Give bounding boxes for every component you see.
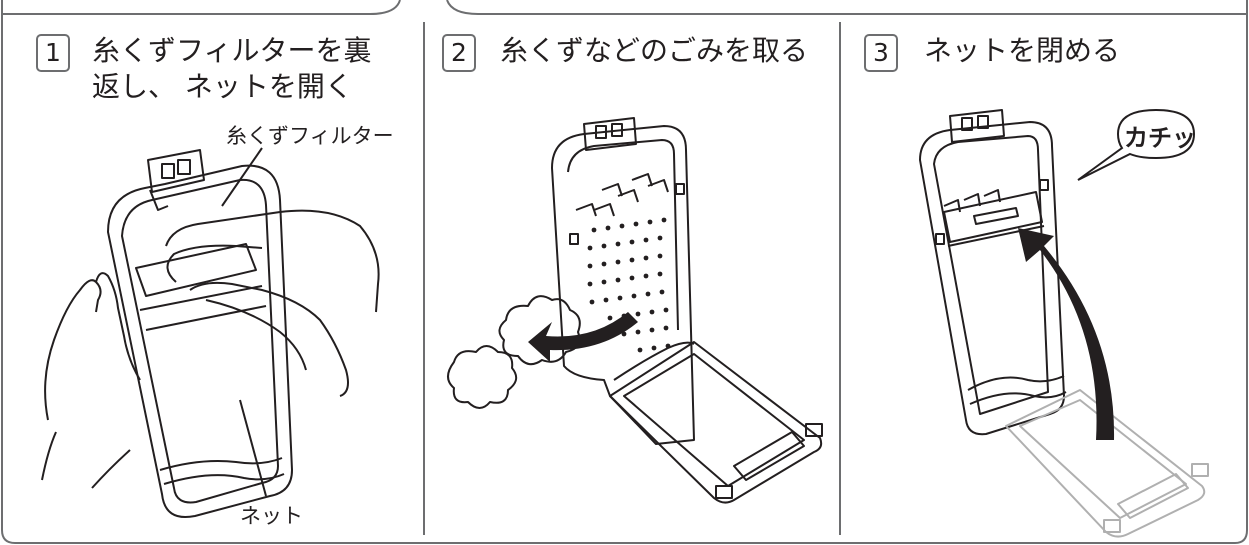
step-1-illustration: [41, 147, 380, 518]
sound-bubble: [1077, 108, 1196, 181]
filter-mesh: [587, 217, 671, 353]
step-2-title: 糸くずなどのごみを取る: [500, 34, 809, 67]
filter-label: 糸くずフィルター: [226, 124, 394, 148]
step-3-illustration: [919, 108, 1209, 538]
ghost-net: [1005, 389, 1209, 538]
close-arrow: [1018, 228, 1115, 440]
step-3-title: ネットを閉める: [924, 34, 1121, 67]
step-2-illustration: [447, 117, 823, 504]
step-2-number: 2: [442, 34, 476, 72]
step-3-number: 3: [864, 34, 898, 72]
step-1-title-line1: 糸くずフィルターを裏: [92, 34, 372, 67]
step-1-panel: 1 糸くずフィルターを裏 返し、 ネットを開く 糸くずフィルター ネット: [0, 0, 424, 545]
step-1-number: 1: [36, 34, 70, 72]
step-2-panel: 2 糸くずなどのごみを取る: [424, 0, 840, 545]
step-1-title-line2: 返し、 ネットを開く: [92, 70, 353, 103]
net-label: ネット: [240, 504, 303, 528]
remove-arrow: [528, 312, 638, 362]
sound-label: カチッ: [1124, 124, 1196, 152]
step-3-panel: 3 ネットを閉める: [840, 0, 1249, 545]
